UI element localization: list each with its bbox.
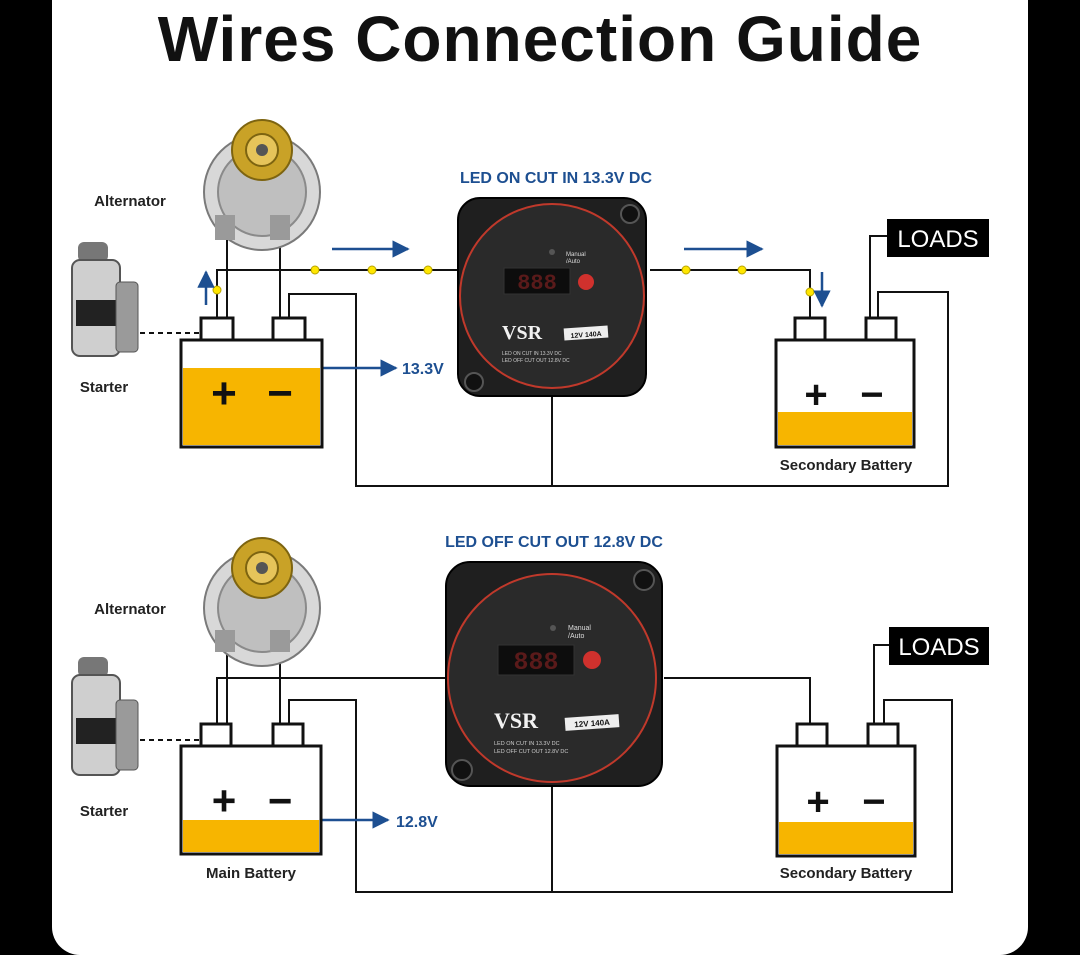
charge-level-fill <box>183 820 319 852</box>
power-button-icon <box>583 651 601 669</box>
main-battery-top: + − <box>179 316 324 449</box>
vsr-mode-label: Manual <box>566 252 586 258</box>
battery-minus-symbol: − <box>862 780 885 824</box>
loads-box <box>889 627 989 665</box>
loads-label: LOADS <box>898 634 979 661</box>
battery-plus-symbol: + <box>211 369 237 418</box>
vsr-spec-line: LED OFF CUT OUT 12.8V DC <box>502 358 570 364</box>
mounting-hole-icon <box>464 372 484 392</box>
led-indicator-icon <box>550 625 556 631</box>
charge-level-fill <box>779 822 913 854</box>
main-battery-label: Main Battery <box>206 865 297 882</box>
top-wire-nodes <box>212 265 815 297</box>
alternator-icon <box>203 537 321 667</box>
alternator-label: Alternator <box>94 601 166 618</box>
vsr-spec-line: LED OFF CUT OUT 12.8V DC <box>494 749 568 755</box>
vsr-spec-line: LED ON CUT IN 13.3V DC <box>494 741 560 747</box>
battery-minus-symbol: − <box>268 777 293 824</box>
vsr-display: 888 <box>513 648 558 677</box>
top-diagram: + − 888 Manual /Auto VSR 12V 140A LED ON… <box>71 119 989 487</box>
charge-level-fill <box>778 412 912 445</box>
vsr-relay-top: 888 Manual /Auto VSR 12V 140A LED ON CUT… <box>457 197 647 397</box>
led-indicator-icon <box>549 249 555 255</box>
starter-label: Starter <box>80 803 129 820</box>
battery-plus-symbol: + <box>804 373 827 417</box>
vsr-brand: VSR <box>494 708 539 733</box>
vsr-mode-label: /Auto <box>568 633 584 640</box>
vsr-mode-label: Manual <box>568 625 591 632</box>
loads-label: LOADS <box>897 226 978 253</box>
main-battery-bottom: + − <box>179 722 323 856</box>
voltage-label: 13.3V <box>402 361 444 378</box>
vsr-caption: LED OFF CUT OUT 12.8V DC <box>445 534 663 551</box>
starter-label: Starter <box>80 379 129 396</box>
vsr-rating: 12V 140A <box>570 331 602 340</box>
alternator-label: Alternator <box>94 193 166 210</box>
vsr-relay-bottom: 888 Manual /Auto VSR 12V 140A LED ON CUT… <box>445 561 663 787</box>
vsr-rating: 12V 140A <box>574 718 610 729</box>
alternator-icon <box>203 119 321 251</box>
voltage-label: 12.8V <box>396 814 438 831</box>
battery-plus-symbol: + <box>806 780 829 824</box>
bottom-diagram: + − 888 Manual /Auto VSR 12V 140A LED ON… <box>71 534 989 893</box>
starter-motor-icon <box>71 242 139 357</box>
charge-level-fill <box>183 368 320 445</box>
power-button-icon <box>578 274 594 290</box>
secondary-battery-bottom: + − <box>775 722 917 858</box>
vsr-mode-label: /Auto <box>566 259 581 265</box>
mounting-hole-icon <box>620 204 640 224</box>
secondary-battery-top: + − <box>774 316 916 449</box>
secondary-battery-label: Secondary Battery <box>780 457 913 474</box>
vsr-spec-line: LED ON CUT IN 13.3V DC <box>502 351 562 357</box>
battery-minus-symbol: − <box>860 373 883 417</box>
secondary-battery-label: Secondary Battery <box>780 865 913 882</box>
top-wires <box>140 235 949 487</box>
mounting-hole-icon <box>633 569 655 591</box>
vsr-display: 888 <box>517 271 557 296</box>
loads-box <box>887 219 989 257</box>
battery-minus-symbol: − <box>267 369 293 418</box>
vsr-brand: VSR <box>502 322 543 344</box>
vsr-caption: LED ON CUT IN 13.3V DC <box>460 170 652 187</box>
battery-plus-symbol: + <box>212 777 237 824</box>
starter-motor-icon <box>71 657 139 776</box>
mounting-hole-icon <box>451 759 473 781</box>
page-title: Wires Connection Guide <box>157 3 923 75</box>
